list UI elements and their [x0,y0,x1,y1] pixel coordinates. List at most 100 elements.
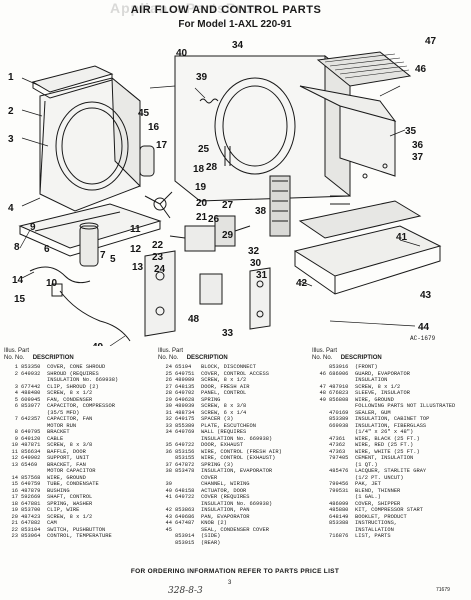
part-description: WIRE, GROUND [355,396,394,403]
illus-number: 8 [14,429,18,435]
parts-row: INSULATION No. 669938) [4,377,154,384]
part-description: COVER, CONTROL ACCESS [201,370,269,377]
part-number: 856634 [21,448,41,455]
callout-2: 2 [8,106,14,117]
part-description: KIT, COMPRESSOR START [355,507,423,513]
part-description: SHAFT, CONTROL [47,494,93,500]
illus-number: 38 [165,468,172,474]
part-number: 686906 [329,370,349,377]
callout-21: 21 [196,212,208,223]
part-description: SCREW, 8 x 1/2 [201,377,247,383]
callout-23: 23 [152,252,164,263]
part-description: (FRONT) [355,364,378,370]
part-number: 853388 [329,520,349,526]
part-number: 799531 [329,487,349,494]
callout-49: 49 [92,342,104,346]
part-description: SCREW, 8 x 3/8 [201,403,247,409]
part-number: 485880 [329,507,349,513]
page-title: AIR FLOW AND CONTROL PARTS [130,4,322,16]
illus-number: 16 [11,487,18,494]
illus-number: 26 [165,377,172,383]
part-description: SPACER (3) [201,416,234,422]
part-description: CONTROL, TEMPERATURE [47,533,112,539]
part-number: 47362 [329,442,346,448]
part-description: INSULATION No. 669938) [47,377,119,383]
illus-number: 32 [165,416,172,422]
illus-number [158,540,175,547]
exploded-view-drawing: 1 2 3 4 5 6 7 8 9 10 11 12 13 14 15 16 1… [8,36,442,346]
part-description: (SIDE) [201,533,221,539]
callout-44: 44 [418,322,430,333]
illus-number: 34 [165,429,172,435]
part-description: SCREW, 8 x 1/2 [47,513,93,520]
callout-29: 29 [222,230,234,241]
control-assembly [169,215,251,305]
column-header: Illus. Part No. No. DESCRIPTION [312,348,382,361]
callout-31: 31 [256,270,268,281]
part-description: BLOCK, DISCONNECT [201,364,256,370]
page-number: 3 [228,580,232,586]
part-number: 853863 [175,507,195,513]
callout-30: 30 [250,258,262,269]
part-description: (35/5 MFD) [47,409,80,416]
illus-number: 4 [14,390,18,396]
part-number: 487879 [21,487,41,494]
illus-number [312,533,329,540]
illus-number: 23 [11,533,18,539]
part-description: WIRE, GROUND [47,474,86,481]
part-description: SCREW, 8 x 1/2 [355,383,401,390]
callout-32: 32 [248,246,260,257]
part-description: COVER, CONE SHROUD [47,364,106,370]
cover-right [299,85,397,177]
part-description: SHROUD (REQUIRES [47,370,99,377]
part-description: FOLLOWING PARTS NOT ILLUSTRATED [355,403,456,409]
part-description: COVER (REQUIRES [201,494,250,500]
parts-row: INSULATION [312,377,466,384]
part-number: 647872 [175,461,195,468]
callout-3: 3 [8,134,14,145]
part-number: 65194 [175,364,192,370]
illus-number: 10 [11,442,18,448]
part-number: 647881 [21,500,41,507]
ordering-note: FOR ORDERING INFORMATION REFER TO PARTS … [130,568,340,575]
ground-wires [29,266,131,342]
illus-number: 18 [11,500,18,507]
callout-11: 11 [130,224,141,235]
parts-row: 853914(SIDE) [158,533,308,540]
illus-number: 27 [165,383,172,390]
part-number: 649769 [175,429,195,435]
part-number: 799456 [329,481,349,487]
callout-1: 1 [8,72,14,83]
part-number: 649902 [21,455,41,461]
illus-number: 15 [11,481,18,487]
part-number: 486099 [329,500,349,507]
part-description: INSULATION No. 669938) [201,435,273,442]
parts-row: INSTALLATION [312,527,466,534]
part-description: SEAL, CONDENSER COVER [201,526,269,533]
callout-17: 17 [156,140,168,151]
part-number: 489989 [175,377,195,383]
part-description: GUARD, EVAPORATOR [355,370,410,377]
callout-45: 45 [138,108,150,119]
part-description: WIRE, CONTROL (FRESH AIR) [201,448,282,455]
part-number: 853700 [21,507,41,513]
part-description: SWITCH, PUSHBUTTON [47,526,106,533]
part-number: 853156 [175,448,195,455]
